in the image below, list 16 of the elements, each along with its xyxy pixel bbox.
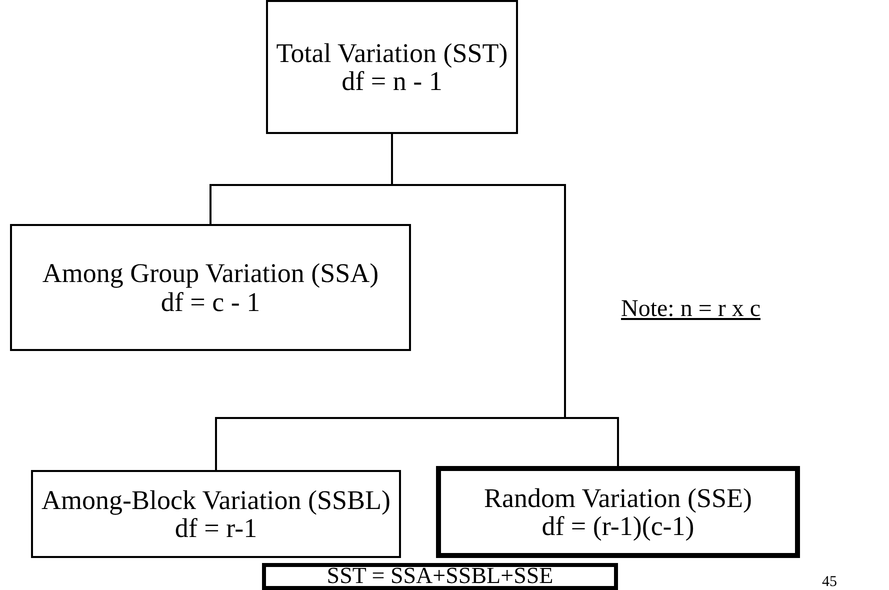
box-text: Random Variation (SSE) (483, 484, 753, 512)
box-text: df = c - 1 (160, 288, 262, 316)
box-text: df = r-1 (174, 514, 258, 542)
variation-box (10, 224, 411, 351)
variation-box (262, 563, 618, 590)
note-text: Note: n = r x c (621, 296, 760, 323)
box-text: SST = SSA+SSBL+SSE (326, 564, 554, 589)
box-text: df = (r-1)(c-1) (540, 512, 694, 540)
variation-box (31, 470, 401, 558)
variation-box (266, 0, 518, 134)
box-text: Total Variation (SST) (275, 38, 509, 67)
box-text: df = n - 1 (340, 67, 444, 96)
variation-box (436, 466, 800, 558)
box-text: Among-Block Variation (SSBL) (40, 486, 392, 514)
page-number: 45 (822, 574, 837, 590)
box-text: Among Group Variation (SSA) (41, 259, 380, 288)
